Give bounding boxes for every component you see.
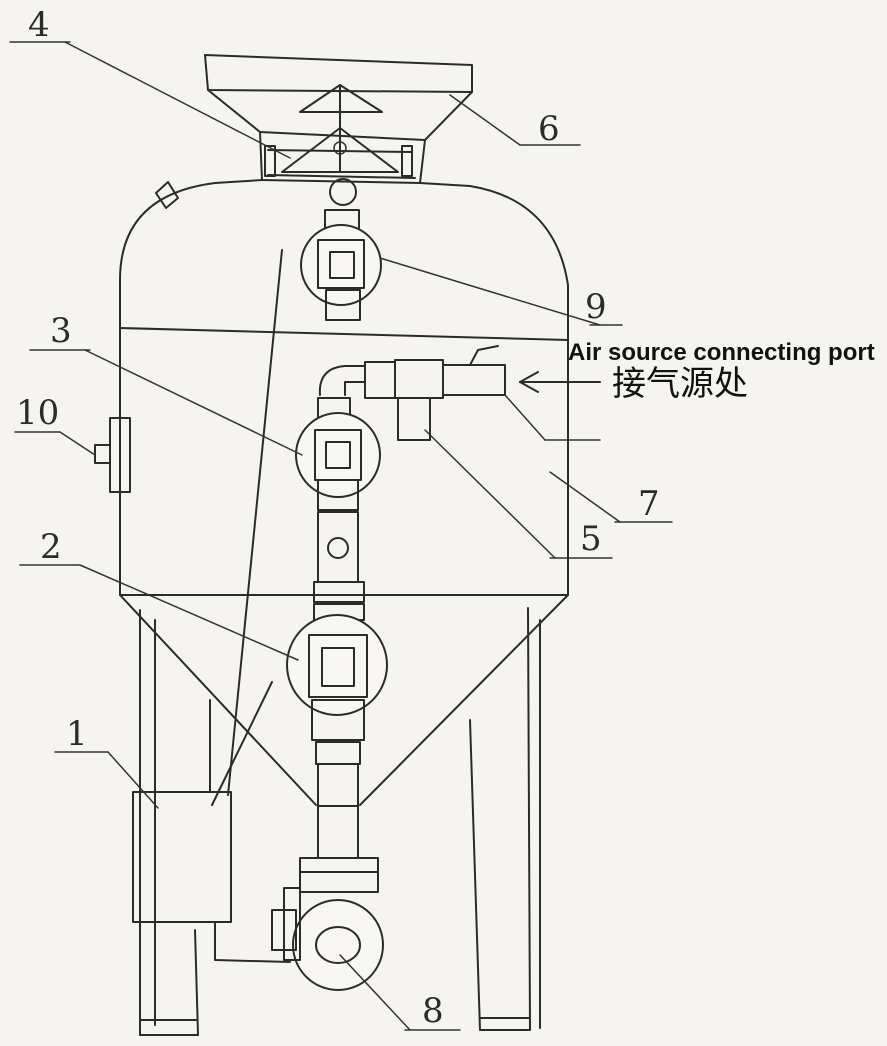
label-9: 9 [585,287,607,327]
air-source-fitting [364,345,506,441]
pressure-gauge [94,417,131,493]
leader-lines [9,41,673,1031]
upper-sight-valve [300,209,382,321]
support-legs [139,607,541,1036]
cone-valve [264,84,413,206]
air-source-label-cn: 接气源处 [612,364,748,404]
label-2: 2 [40,527,62,567]
label-5: 5 [580,519,602,559]
label-3: 3 [50,311,72,351]
central-pipe [286,365,388,873]
label-4: 4 [28,5,50,45]
label-7: 7 [638,484,660,524]
air-source-label-en: Air source connecting port [568,339,875,366]
control-box [132,249,291,963]
label-1: 1 [66,714,88,754]
label-10: 10 [16,393,59,433]
mixing-valve [271,871,384,991]
label-8: 8 [422,991,444,1031]
hopper [204,54,473,184]
air-source-arrow [519,371,601,393]
pressure-vessel [119,179,569,806]
label-6: 6 [538,109,560,149]
